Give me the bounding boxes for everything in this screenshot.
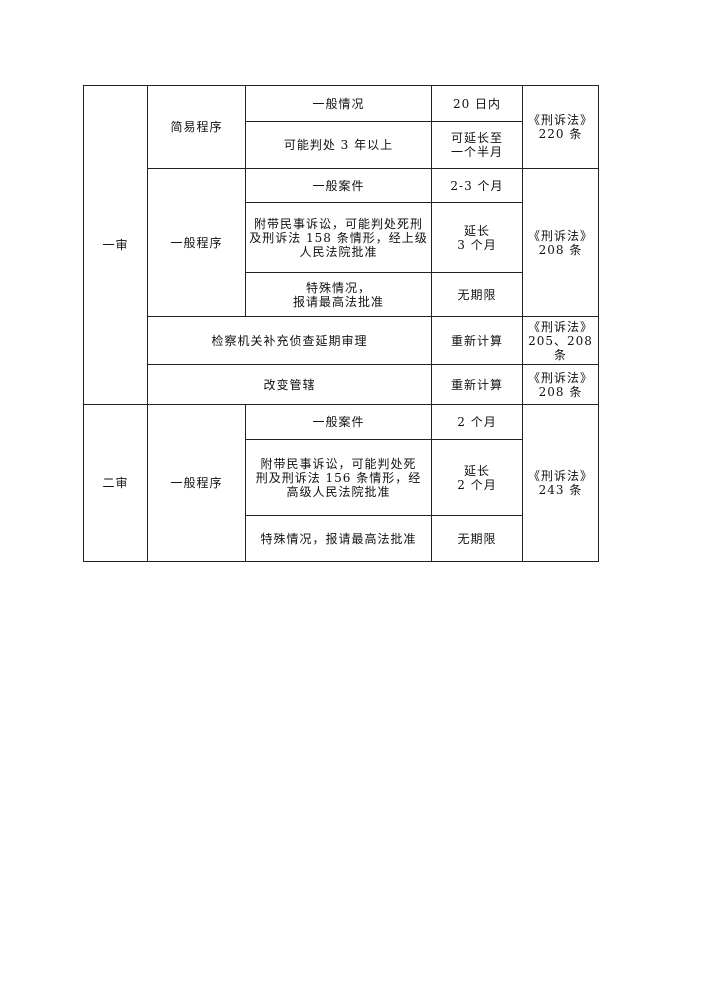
procedure-label: 一般程序 <box>170 476 223 490</box>
case-text: 特殊情况， <box>305 280 371 295</box>
reference-cell: 《刑诉法》 220 条 <box>522 85 599 169</box>
stage-label: 一审 <box>102 238 129 252</box>
case-text: 附带民事诉讼，可能判处死 <box>260 456 417 471</box>
term-text: 重新计算 <box>450 333 503 348</box>
term-text: 2 个月 <box>457 477 497 492</box>
term-text: 延长 <box>463 223 490 238</box>
term-text: 2 个月 <box>457 415 497 429</box>
case-cell: 可能判处 3 年以上 <box>245 121 432 169</box>
reference-law: 《刑诉法》 <box>527 319 593 334</box>
reference-article: 205、208 条 <box>528 333 593 362</box>
reference-law: 《刑诉法》 <box>527 469 593 483</box>
term-cell: 延长 2 个月 <box>431 439 523 516</box>
case-text: 附带民事诉讼，可能判处死刑 <box>253 216 423 231</box>
table-row: 改变管辖 重新计算 《刑诉法》 208 条 <box>84 364 599 405</box>
term-cell: 可延长至 一个半月 <box>431 121 523 169</box>
reference-article: 208 条 <box>538 242 583 257</box>
term-text: 3 个月 <box>457 237 497 252</box>
reference-cell: 《刑诉法》 208 条 <box>522 364 599 405</box>
table-row: 附带民事诉讼，可能判处死刑 及刑诉法 158 条情形，经上级 人民法院批准 延长… <box>84 202 599 273</box>
term-cell: 延长 3 个月 <box>431 202 523 273</box>
term-text: 无期限 <box>457 287 497 302</box>
term-text: 重新计算 <box>450 377 503 392</box>
stage-cell: 一审 <box>83 85 148 405</box>
case-cell: 一般情况 <box>245 85 432 122</box>
term-cell: 20 日内 <box>431 85 523 122</box>
procedure-label: 一般程序 <box>170 235 223 250</box>
term-cell: 无期限 <box>431 272 523 317</box>
case-text: 一般情况 <box>312 96 365 111</box>
procedure-cell: 一般程序 <box>147 168 246 317</box>
term-text: 可延长至 <box>450 131 503 145</box>
case-text: 特殊情况，报请最高法批准 <box>260 531 417 546</box>
term-text: 20 日内 <box>452 96 502 111</box>
term-cell: 重新计算 <box>431 364 523 405</box>
procedure-cell: 简易程序 <box>147 85 246 169</box>
case-text: 一般案件 <box>312 178 365 193</box>
reference-law: 《刑诉法》 <box>527 370 593 385</box>
term-cell: 2 个月 <box>431 404 523 440</box>
case-cell: 检察机关补充侦查延期审理 <box>147 316 432 365</box>
reference-cell: 《刑诉法》 205、208 条 <box>522 316 599 365</box>
table-row: 二审 一般程序 一般案件 2 个月 《刑诉法》 243 条 <box>83 404 599 562</box>
case-text: 报请最高法批准 <box>292 294 384 309</box>
case-text: 可能判处 3 年以上 <box>283 138 394 152</box>
term-text: 延长 <box>463 463 490 478</box>
case-text: 检察机关补充侦查延期审理 <box>211 333 368 348</box>
stage-cell: 二审 <box>83 404 148 562</box>
stage-label: 二审 <box>102 476 129 490</box>
trial-period-table: 一审 简易程序 一般情况 20 日内 《刑诉法》 220 条 可能判处 3 年以… <box>83 85 599 562</box>
table-row: 一般程序 一般案件 2-3 个月 《刑诉法》 208 条 <box>84 168 599 317</box>
term-cell: 无期限 <box>431 515 523 562</box>
case-text: 及刑诉法 158 条情形，经上级 <box>249 230 428 245</box>
table-row: 特殊情况，报请最高法批准 无期限 <box>84 515 599 562</box>
procedure-cell: 一般程序 <box>147 404 246 562</box>
reference-article: 243 条 <box>538 483 583 497</box>
case-text: 改变管辖 <box>263 377 316 392</box>
case-text: 人民法院批准 <box>299 244 378 259</box>
table-row: 附带民事诉讼，可能判处死 刑及刑诉法 156 条情形，经 高级人民法院批准 延长… <box>84 439 599 516</box>
table-row: 一审 简易程序 一般情况 20 日内 《刑诉法》 220 条 <box>83 85 599 405</box>
case-cell: 改变管辖 <box>147 364 432 405</box>
table-row: 可能判处 3 年以上 可延长至 一个半月 <box>84 121 599 169</box>
reference-law: 《刑诉法》 <box>527 113 593 127</box>
case-cell: 附带民事诉讼，可能判处死 刑及刑诉法 156 条情形，经 高级人民法院批准 <box>245 439 432 516</box>
table-row: 检察机关补充侦查延期审理 重新计算 《刑诉法》 205、208 条 <box>84 316 599 365</box>
reference-cell: 《刑诉法》 208 条 <box>522 168 599 317</box>
case-cell: 特殊情况，报请最高法批准 <box>245 515 432 562</box>
reference-article: 220 条 <box>538 127 583 141</box>
reference-article: 208 条 <box>538 384 583 399</box>
reference-law: 《刑诉法》 <box>527 228 593 243</box>
case-cell: 一般案件 <box>245 168 432 203</box>
term-text: 无期限 <box>457 531 497 546</box>
case-text: 刑及刑诉法 156 条情形，经 <box>255 470 422 485</box>
case-text: 一般案件 <box>312 415 365 429</box>
term-cell: 重新计算 <box>431 316 523 365</box>
term-text: 2-3 个月 <box>450 178 504 193</box>
procedure-label: 简易程序 <box>170 120 223 134</box>
term-cell: 2-3 个月 <box>431 168 523 203</box>
case-cell: 附带民事诉讼，可能判处死刑 及刑诉法 158 条情形，经上级 人民法院批准 <box>245 202 432 273</box>
case-cell: 一般案件 <box>245 404 432 440</box>
term-text: 一个半月 <box>450 145 503 159</box>
case-cell: 特殊情况， 报请最高法批准 <box>245 272 432 317</box>
table-row: 特殊情况， 报请最高法批准 无期限 <box>84 272 599 317</box>
case-text: 高级人民法院批准 <box>286 484 391 499</box>
reference-cell: 《刑诉法》 243 条 <box>522 404 599 562</box>
